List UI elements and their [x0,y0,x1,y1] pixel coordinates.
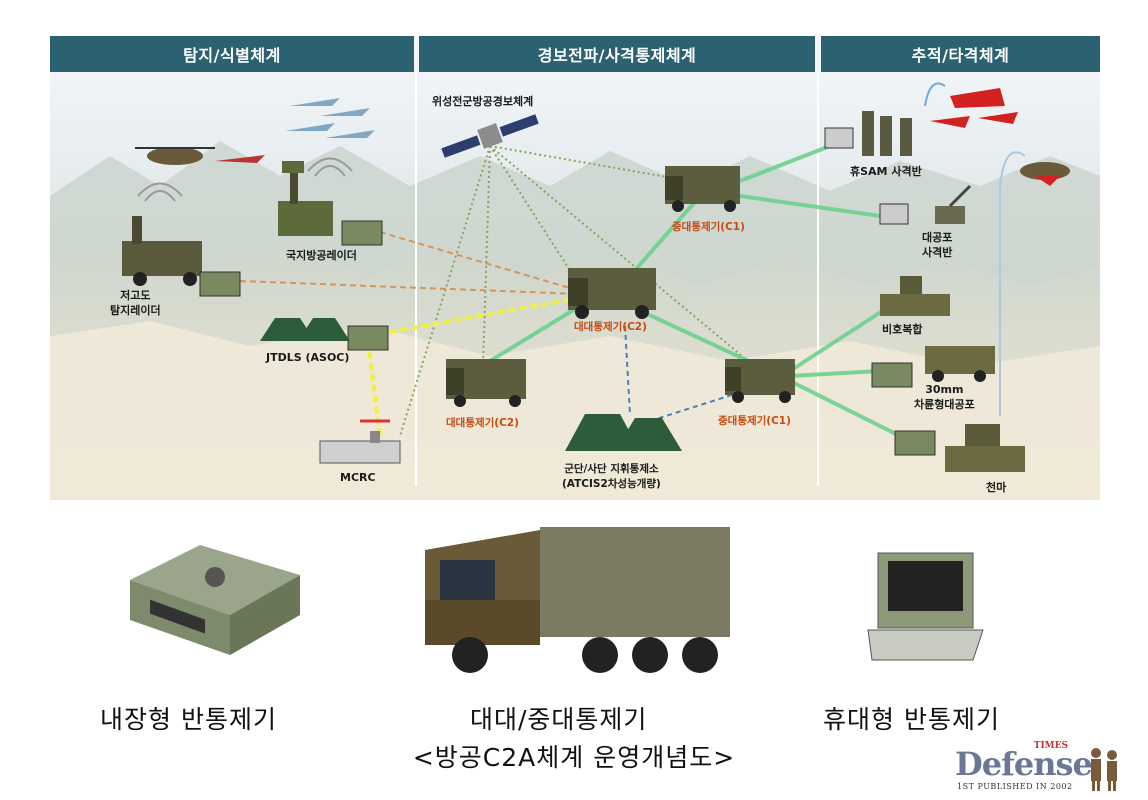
enemy-helicopter-icon [1020,162,1070,186]
jet-icon [215,155,265,163]
diagram-canvas [50,36,1100,500]
aa-gun-icon [935,184,972,224]
spaag-icon [925,346,995,382]
biho-icon [880,276,950,316]
diagram-caption: <방공C2A체계 운영개념도> [412,743,736,772]
low-altitude-radar-icon [122,216,202,286]
label-local-radar: 국지방공레이더 [286,249,357,262]
laptop-icon-2 [879,203,909,225]
sam-team-icon [862,111,912,156]
satellite-icon [441,114,539,158]
concept-diagram: 탐지/식별체계 경보전파/사격통제체계 추적/타격체계 위성전군방공경보체계 국… [50,36,1100,500]
enemy-aircraft-icon [930,88,1018,128]
radio-box-3 [347,325,389,351]
header-track: 추적/타격체계 [821,36,1100,72]
portable-controller-icon [867,552,984,661]
soldier-silhouette-icon [1091,748,1117,791]
jtdls-tent-icon [260,318,350,341]
radio-box-1 [341,220,383,246]
helicopter-icon [135,147,215,165]
satellite-links [399,145,761,437]
atcis-tent-icon [565,414,682,451]
label-portable-controller: 휴대형 반통제기 [823,705,1000,734]
c2-truck-icon [425,527,730,673]
chunma-icon [945,424,1025,472]
label-chunma: 천마 [986,481,1007,494]
label-mcrc: MCRC [340,471,376,484]
logo-sub-text: 1ST PUBLISHED IN 2002 [957,782,1073,791]
local-radar-icon [278,161,333,236]
c2-links [488,144,911,443]
truck-c2-mid [568,268,656,319]
radar-links [239,231,581,295]
label-biho: 비호복합 [882,323,923,336]
label-embedded-controller: 내장형 반통제기 [100,705,277,734]
header-detect: 탐지/식별체계 [50,36,414,72]
label-satellite: 위성전군방공경보체계 [432,95,534,108]
radio-box-4 [871,362,913,388]
missile-arc-1 [924,82,946,107]
truck-c1-top [665,166,740,212]
header-alert: 경보전파/사격통제체계 [419,36,815,72]
label-sam: 휴SAM 사격반 [850,165,922,178]
missile-arc-2 [999,151,1026,416]
label-battalion-controller: 대대/중대통제기 [470,705,648,734]
label-jtdls: JTDLS (ASOC) [266,351,350,364]
radio-box-5 [894,430,936,456]
radio-box-2 [199,271,241,297]
truck-c2-left [446,359,526,407]
label-atcis: 군단/사단 지휘통제소 (ATCIS2차성능개량) [562,463,661,490]
logo-times-text: TIMES [1033,741,1068,751]
logo-name-text: Defense [955,745,1093,783]
label-spaag: 30mm 차륜형대공포 [914,383,975,411]
label-c2-left: 대대통제기(C2) [446,417,519,429]
atcis-links [624,325,761,422]
label-c1-right: 중대통제기(C1) [718,415,791,427]
embedded-controller-icon [130,545,300,655]
truck-c1-right [725,359,795,403]
laptop-icon-1 [824,127,854,149]
mcrc-icon [319,419,401,464]
label-low-radar: 저고도 탐지레이더 [110,289,161,317]
radar-signal-icon [137,157,353,202]
fighter-jets-icon [285,98,375,138]
defense-times-logo: TIMES Defense 1ST PUBLISHED IN 2002 [945,735,1130,795]
label-c2-mid: 대대통제기(C2) [574,321,647,333]
label-c1-top: 중대통제기(C1) [672,221,745,233]
label-aaa: 대공포 사격반 [922,231,953,259]
equipment-illustrations [130,527,984,673]
